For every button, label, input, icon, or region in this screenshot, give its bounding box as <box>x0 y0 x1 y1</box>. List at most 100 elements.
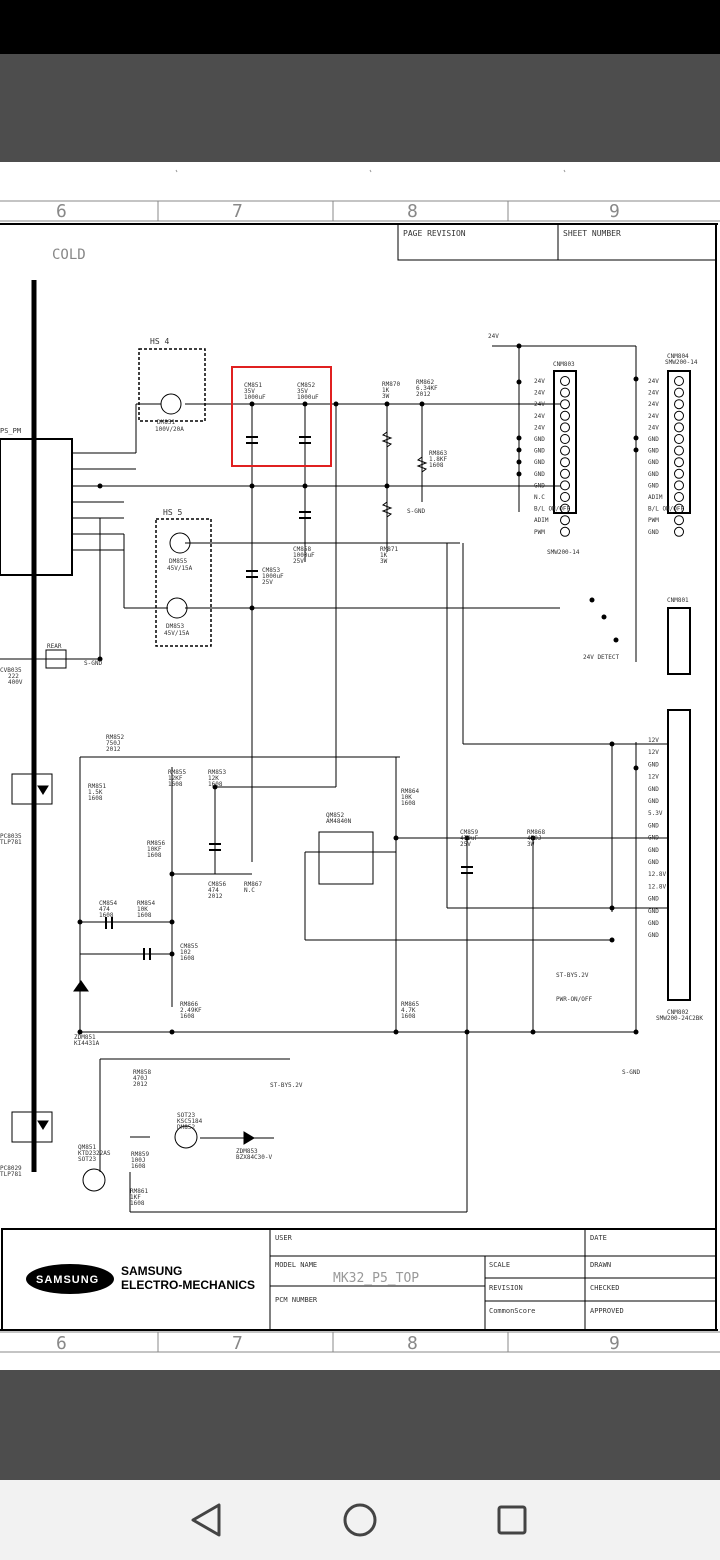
commonscore-label: CommonScore <box>489 1307 535 1315</box>
part-package: 2012 <box>208 893 223 900</box>
part-ref: RM858 <box>133 1069 151 1076</box>
column-label-9: 9 <box>609 201 620 222</box>
opto2-ref: PC8029 <box>0 1165 22 1172</box>
cnm803-pin <box>560 503 570 514</box>
sheet-number-label: SHEET NUMBER <box>563 229 621 238</box>
cnm803-pin-label: PWM <box>534 529 545 536</box>
column-label-6-bottom: 6 <box>56 1333 67 1354</box>
part-package: 1608 <box>88 795 103 802</box>
cnm803-pin <box>560 515 570 526</box>
cnm804-subtitle: SMW200-14 <box>665 359 698 366</box>
diode-dm855-ref: DM855 <box>169 558 187 565</box>
dm852-label: DM852 <box>177 1124 195 1131</box>
part-value: AM4840N <box>326 818 352 825</box>
diode-dm855-value: 45V/15A <box>167 565 193 572</box>
company-name-line1: SAMSUNG <box>121 1264 182 1278</box>
part-package: 1608 <box>180 955 195 962</box>
cnm802-pin-label: 12.8V <box>648 871 666 878</box>
cnm803-pin-label: 24V <box>534 378 545 385</box>
cnm804-pin <box>674 515 684 526</box>
image-viewer[interactable]: 6 7 8 9 6 7 8 9 PAGE REVISION SHEET NUMB… <box>0 162 720 1370</box>
cnm803-pin <box>560 468 570 479</box>
cap-cm853-ref: CM853 <box>262 567 280 574</box>
cnm803-pin-label: 24V <box>534 424 545 431</box>
cnm803-pin-label: GND <box>534 471 545 478</box>
opto2-type: TLP781 <box>0 1171 22 1178</box>
column-label-7-bottom: 7 <box>232 1333 243 1354</box>
cnm803-pin-label: 24V <box>534 390 545 397</box>
cnm804-pin <box>674 387 684 398</box>
heatsink-hs4: HS 4 <box>150 337 169 346</box>
cnm802-title: CNM802 <box>667 1009 689 1016</box>
cnm804-pin <box>674 468 684 479</box>
sgnd-label-3: S-GND <box>622 1069 640 1076</box>
samsung-logo-text: SAMSUNG <box>36 1274 99 1286</box>
sot2-label: SOT23 <box>78 1156 96 1163</box>
part-ref: CM855 <box>180 943 198 950</box>
cnm802-pin-label: GND <box>648 896 659 903</box>
model-name: MK32_P5_TOP <box>333 1271 419 1286</box>
revision-label: REVISION <box>489 1284 523 1292</box>
scale-label: SCALE <box>489 1261 510 1269</box>
cnm803-pin <box>560 422 570 433</box>
cnm804-pin <box>674 399 684 410</box>
cap-cm858-c: 25V <box>293 558 304 565</box>
cnm803-pin <box>560 399 570 410</box>
cnm802-pin-label: GND <box>648 786 659 793</box>
rm859-v: 100J <box>131 1157 145 1164</box>
cnm804-pin <box>674 445 684 456</box>
cnm803-pin <box>560 387 570 398</box>
part-value: 470uF <box>460 835 478 842</box>
cnm804-pin <box>674 492 684 502</box>
cnm803-footer: SMW200-14 <box>547 549 580 556</box>
cnm804-pin-label: GND <box>648 436 659 443</box>
part-value: 1.5K <box>88 789 103 796</box>
column-label-9-bottom: 9 <box>609 1333 620 1354</box>
cnm804-pin <box>674 434 684 444</box>
rail-24v-label: 24V <box>488 333 499 340</box>
cnm802-pin-label: GND <box>648 835 659 842</box>
cnm803-pin <box>560 434 570 444</box>
heatsink-hs5: HS 5 <box>163 508 182 517</box>
part-ref: CM859 <box>460 829 478 836</box>
back-icon <box>191 1503 221 1537</box>
cnm803-pin <box>560 492 570 502</box>
opto1-ref: PC8035 <box>0 833 22 840</box>
diode-dm853-value: 45V/15A <box>164 630 190 637</box>
model-name-label: MODEL NAME <box>275 1261 317 1269</box>
zdm853-label: ZDM853 <box>236 1148 258 1155</box>
part-ref: CM854 <box>99 900 117 907</box>
part-ref: RM854 <box>137 900 155 907</box>
cap-cm852-v: 35V <box>297 388 308 395</box>
res-rm871-ref: RM871 <box>380 546 398 553</box>
back-button[interactable] <box>181 1495 231 1545</box>
cnm801-detect: 24V DETECT <box>583 654 620 661</box>
qm851-label: QM851 <box>78 1144 96 1151</box>
sot-label: SOT23 <box>177 1112 195 1119</box>
part-package: 3W <box>527 841 535 848</box>
part-package: 1608 <box>401 1013 416 1020</box>
diode-dm851-ref: DM851 <box>157 419 175 426</box>
ki-label: KI4431A <box>74 1040 100 1047</box>
cnm804-pin-label: GND <box>648 459 659 466</box>
part-ref: CM856 <box>208 881 226 888</box>
home-button[interactable] <box>335 1495 385 1545</box>
part-package: 2012 <box>133 1081 148 1088</box>
cnm804-pin-label: ADIM <box>648 494 663 501</box>
part-value: 750J <box>106 740 120 747</box>
rm859-ref: RM859 <box>131 1151 149 1158</box>
cnm803-pin-label: GND <box>534 459 545 466</box>
column-label-8: 8 <box>407 201 418 222</box>
res-rm862-ref: RM862 <box>416 379 434 386</box>
recents-button[interactable] <box>487 1495 537 1545</box>
bz-label: BZX84C30-V <box>236 1154 273 1161</box>
cnm804-pin-label: 24V <box>648 378 659 385</box>
part-ref: RM855 <box>168 769 186 776</box>
approved-label: APPROVED <box>590 1307 624 1315</box>
pcm-number-label: PCM NUMBER <box>275 1296 318 1304</box>
res-rm870-p: 3W <box>382 393 390 400</box>
schematic-diagram: 6 7 8 9 6 7 8 9 PAGE REVISION SHEET NUMB… <box>0 169 720 1354</box>
part-package: 1608 <box>180 1013 195 1020</box>
page-revision-label: PAGE REVISION <box>403 229 466 238</box>
cnm802-pin-label: GND <box>648 932 659 939</box>
